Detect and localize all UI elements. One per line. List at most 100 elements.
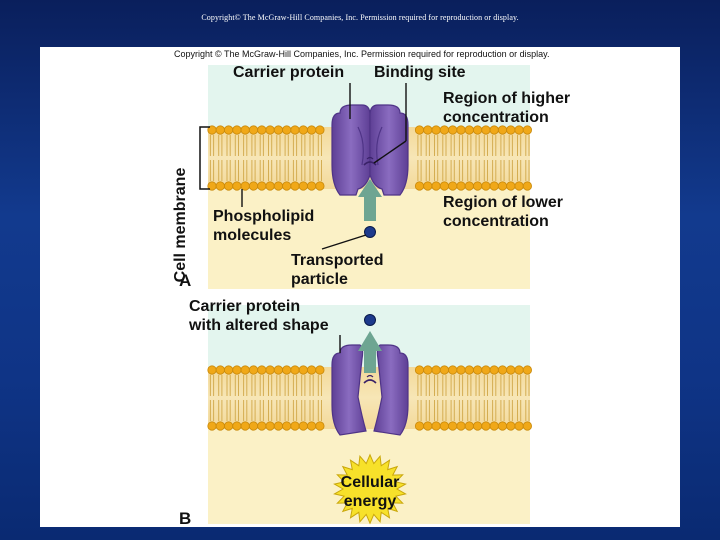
- lipid-head: [464, 365, 474, 375]
- lipid-head: [489, 365, 499, 375]
- lipid-head: [506, 181, 516, 191]
- lipid-head: [315, 181, 325, 191]
- lipid-head: [439, 421, 449, 431]
- lipid-head: [306, 421, 317, 431]
- lipid-head: [298, 421, 308, 431]
- lipid-head: [456, 181, 466, 191]
- lipid-head: [431, 181, 441, 191]
- panel-b-transport-arrow: [358, 331, 382, 373]
- lipid-head: [273, 181, 283, 191]
- lipid-head: [448, 421, 458, 431]
- panel-b-membrane-heads: [207, 365, 532, 431]
- lipid-head: [248, 365, 259, 375]
- panel-a-membrane-tails: [209, 135, 530, 181]
- carrier-protein-label: Carrier protein: [233, 64, 345, 81]
- lipid-head: [514, 181, 524, 191]
- panel-b-letter: B: [179, 509, 192, 528]
- lipid-head: [456, 125, 466, 135]
- phospholipid-label: Phospholipid molecules: [213, 208, 315, 244]
- lipid-head: [257, 125, 267, 135]
- slide-copyright-header: Copyright© The McGraw-Hill Companies, In…: [201, 13, 519, 22]
- lipid-head: [514, 421, 524, 431]
- lipid-head: [265, 365, 275, 375]
- lipid-head: [224, 365, 234, 375]
- lipid-head: [265, 421, 275, 431]
- lipid-head: [431, 125, 441, 135]
- carrier-protein-diagram: [199, 65, 532, 525]
- lipid-head: [481, 125, 491, 135]
- lipid-head: [414, 125, 425, 135]
- lipid-head: [215, 365, 225, 375]
- lipid-head: [273, 365, 283, 375]
- lipid-head: [423, 125, 433, 135]
- lipid-head: [224, 125, 234, 135]
- lipid-head: [472, 181, 483, 191]
- lipid-head: [232, 421, 242, 431]
- lipid-head: [472, 365, 483, 375]
- lipid-head: [240, 125, 250, 135]
- lipid-head: [232, 181, 242, 191]
- lipid-head: [273, 421, 283, 431]
- lipid-head: [522, 421, 532, 431]
- lipid-head: [514, 365, 524, 375]
- lipid-head: [439, 125, 449, 135]
- lipid-head: [497, 365, 508, 375]
- panel-b-transported-particle: [364, 314, 376, 326]
- lipid-head: [439, 365, 449, 375]
- higher-concentration-label: Region of higher concentration: [443, 90, 571, 126]
- lipid-head: [497, 421, 508, 431]
- lipid-head: [290, 365, 300, 375]
- lipid-head: [472, 421, 483, 431]
- lipid-head: [306, 181, 317, 191]
- lipid-head: [506, 365, 516, 375]
- lipid-head: [431, 421, 441, 431]
- lipid-head: [448, 125, 458, 135]
- lipid-head: [506, 125, 516, 135]
- lipid-head: [456, 365, 466, 375]
- panel-a-diagram: [199, 65, 532, 289]
- lipid-head: [464, 421, 474, 431]
- lipid-head: [240, 181, 250, 191]
- lipid-head: [290, 181, 300, 191]
- lipid-head: [472, 125, 483, 135]
- lipid-head: [257, 365, 267, 375]
- lipid-head: [448, 365, 458, 375]
- lower-concentration-label: Region of lower concentration: [443, 194, 563, 230]
- cellular-energy-burst: [333, 453, 407, 525]
- lipid-head: [414, 181, 425, 191]
- lipid-head: [522, 365, 532, 375]
- lipid-head: [431, 365, 441, 375]
- lipid-head: [448, 181, 458, 191]
- lipid-head: [315, 365, 325, 375]
- figure-panel: Copyright © The McGraw-Hill Companies, I…: [40, 47, 680, 528]
- lipid-head: [290, 421, 300, 431]
- lipid-head: [514, 125, 524, 135]
- lipid-head: [257, 421, 267, 431]
- panel-a-leader-lines: [241, 83, 407, 250]
- lipid-head: [224, 181, 234, 191]
- lipid-head: [497, 181, 508, 191]
- altered-shape-label: Carrier protein with altered shape: [189, 298, 329, 334]
- lipid-head: [282, 365, 292, 375]
- lipid-head: [306, 125, 317, 135]
- lipid-head: [224, 421, 234, 431]
- lipid-head: [464, 125, 474, 135]
- lipid-head: [497, 125, 508, 135]
- panel-a-transported-particle: [364, 226, 376, 238]
- lipid-head: [232, 365, 242, 375]
- lipid-head: [489, 421, 499, 431]
- lipid-head: [215, 125, 225, 135]
- lipid-head: [481, 181, 491, 191]
- panel-b-diagram: [207, 305, 532, 525]
- transported-particle-label: Transported particle: [291, 252, 384, 288]
- panel-b-carrier-protein: [331, 344, 409, 436]
- panel-a-membrane-heads: [207, 125, 532, 191]
- panel-a-letter: A: [179, 271, 192, 290]
- lipid-head: [298, 125, 308, 135]
- lipid-head: [506, 421, 516, 431]
- lipid-head: [522, 125, 532, 135]
- lipid-head: [290, 125, 300, 135]
- lipid-head: [257, 181, 267, 191]
- lipid-head: [282, 125, 292, 135]
- lipid-head: [315, 125, 325, 135]
